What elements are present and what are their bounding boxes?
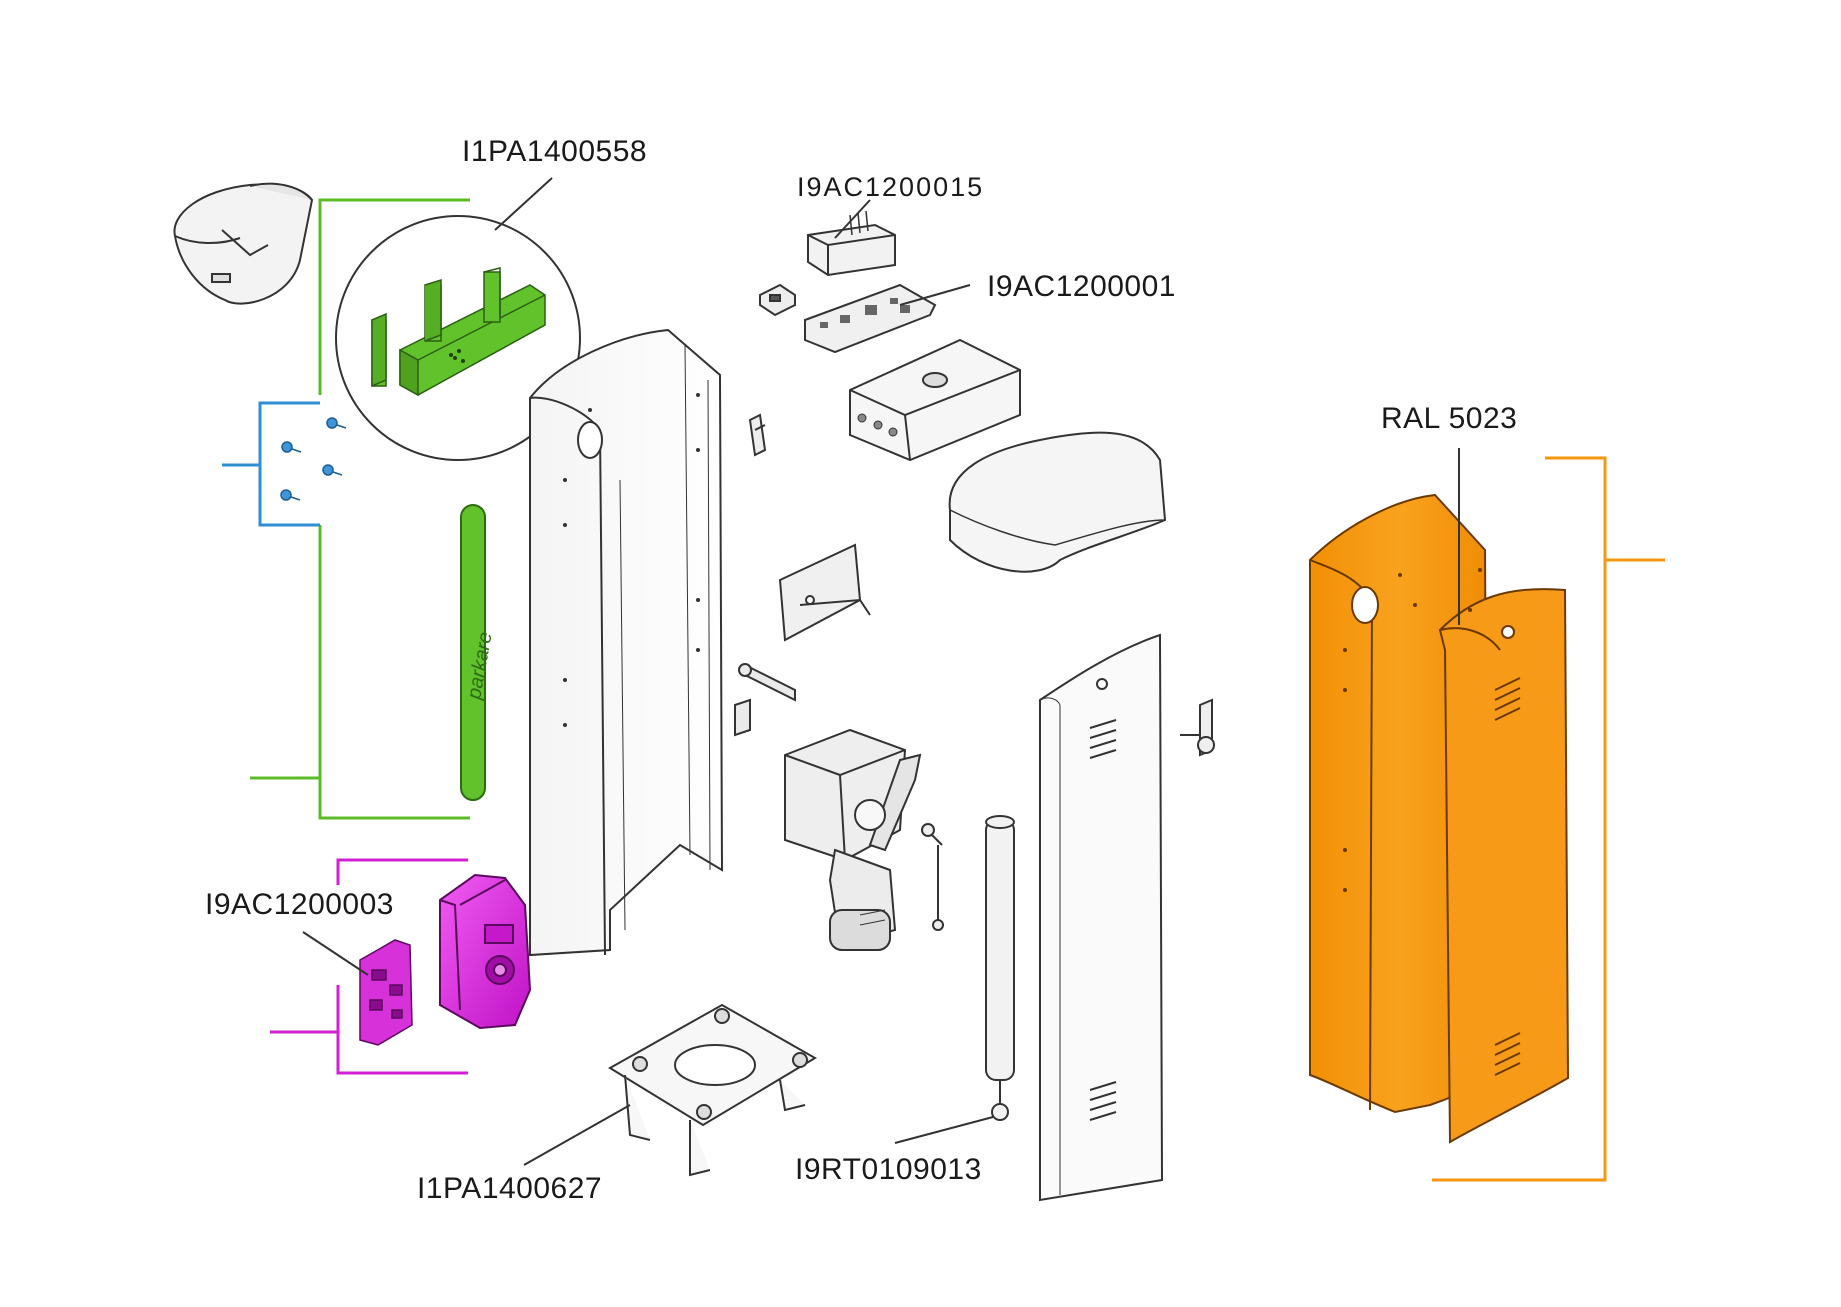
shaft	[734, 663, 796, 737]
latch	[1180, 698, 1215, 757]
door-panel	[1039, 633, 1164, 1202]
mounting-plate	[778, 543, 871, 642]
parkare-sticker: parkare	[460, 504, 497, 801]
leader-battery-board	[302, 931, 369, 976]
battery-board	[359, 939, 413, 1046]
small-module	[759, 283, 796, 317]
leader-control-board	[899, 284, 971, 306]
leader-transformer	[834, 199, 871, 239]
label-color-ral: RAL 5023	[1381, 402, 1518, 435]
leader-bracket-kit	[494, 177, 553, 231]
base-plate	[608, 1003, 817, 1177]
battery-pack	[439, 873, 532, 1030]
magenta-group-bracket	[270, 858, 468, 1075]
orange-cabinet	[1309, 493, 1570, 1144]
blue-group-bracket	[222, 401, 320, 527]
label-control-board: I9AC1200001	[987, 270, 1176, 303]
gear-motor	[784, 728, 922, 951]
label-bracket-kit: I1PA1400558	[462, 135, 648, 168]
leader-spring-rod	[894, 1116, 994, 1144]
control-box	[849, 338, 1021, 462]
transformer	[807, 210, 896, 277]
balance-link	[921, 823, 944, 931]
leader-base-plate	[523, 1104, 631, 1166]
label-spring-rod: I9RT0109013	[795, 1153, 982, 1186]
dome-cover	[948, 431, 1167, 573]
label-battery-board: I9AC1200003	[205, 888, 394, 921]
end-cap-cover	[173, 182, 314, 305]
orange-group-bracket	[1432, 456, 1665, 1182]
clip	[748, 413, 767, 457]
control-board	[804, 283, 937, 354]
spring-cylinder	[985, 815, 1015, 1121]
label-base-plate: I1PA1400627	[417, 1172, 603, 1205]
green-group-bracket	[250, 198, 470, 820]
screws	[280, 417, 347, 501]
main-cabinet	[529, 328, 724, 957]
bracket-kit-detail	[335, 215, 581, 461]
label-transformer: I9AC1200015	[797, 172, 985, 202]
